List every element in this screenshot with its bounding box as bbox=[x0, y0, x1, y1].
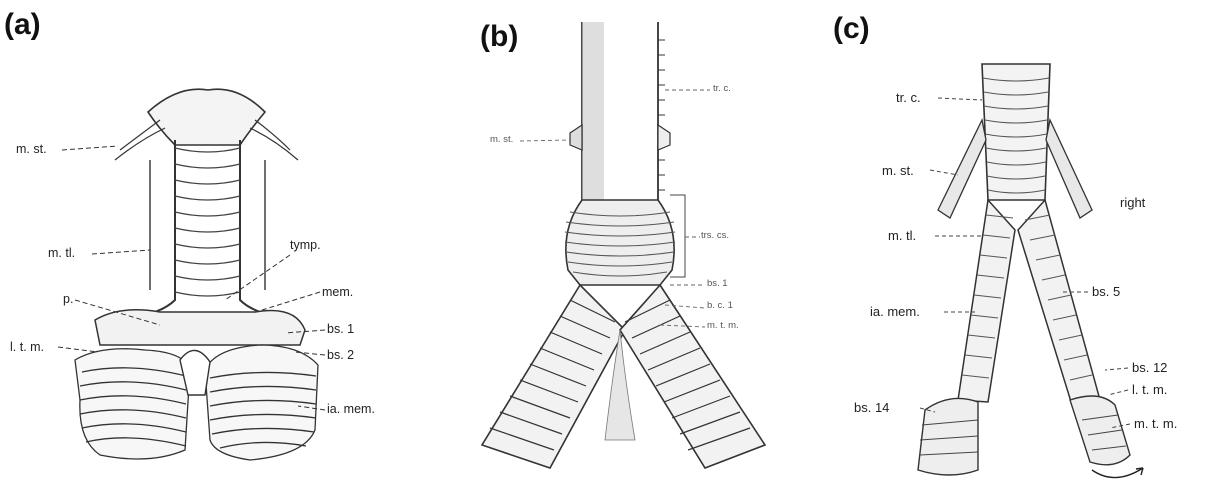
label-c-bs12: bs. 12 bbox=[1132, 360, 1167, 375]
label-a-ltm: l. t. m. bbox=[10, 340, 44, 354]
panel-a-right-bronchus bbox=[205, 345, 318, 460]
label-a-tymp: tymp. bbox=[290, 238, 321, 252]
label-c-ltm: l. t. m. bbox=[1132, 382, 1167, 397]
label-a-bs2: bs. 2 bbox=[327, 348, 354, 362]
label-b-bc1: b. c. 1 bbox=[707, 300, 733, 311]
label-c-mtm: m. t. m. bbox=[1134, 416, 1177, 431]
label-c-bs14: bs. 14 bbox=[854, 400, 889, 415]
label-c-tr-c: tr. c. bbox=[896, 90, 921, 105]
panel-a-rings bbox=[175, 148, 240, 296]
label-a-p: p. bbox=[63, 292, 73, 306]
panel-a-left-bronchus bbox=[75, 349, 190, 459]
panel-a: (a) bbox=[0, 0, 420, 487]
label-c-ia-mem: ia. mem. bbox=[870, 304, 920, 319]
panel-c: (c) bbox=[810, 0, 1225, 487]
label-a-m-st: m. st. bbox=[16, 142, 47, 156]
label-b-tr-c: tr. c. bbox=[713, 83, 731, 94]
label-b-m-st: m. st. bbox=[490, 134, 513, 145]
panel-b: (b) bbox=[420, 0, 810, 487]
label-b-bs1: bs. 1 bbox=[707, 278, 728, 289]
label-b-mtm: m. t. m. bbox=[707, 320, 739, 331]
label-a-m-tl: m. tl. bbox=[48, 246, 75, 260]
panel-b-drawing bbox=[420, 0, 810, 487]
label-c-m-st: m. st. bbox=[882, 163, 914, 178]
label-a-ia-mem: ia. mem. bbox=[327, 402, 375, 416]
label-c-right: right bbox=[1120, 195, 1145, 210]
label-a-mem: mem. bbox=[322, 285, 353, 299]
label-a-bs1: bs. 1 bbox=[327, 322, 354, 336]
label-c-bs5: bs. 5 bbox=[1092, 284, 1120, 299]
label-c-m-tl: m. tl. bbox=[888, 228, 916, 243]
label-b-trs-cs: trs. cs. bbox=[701, 230, 729, 241]
